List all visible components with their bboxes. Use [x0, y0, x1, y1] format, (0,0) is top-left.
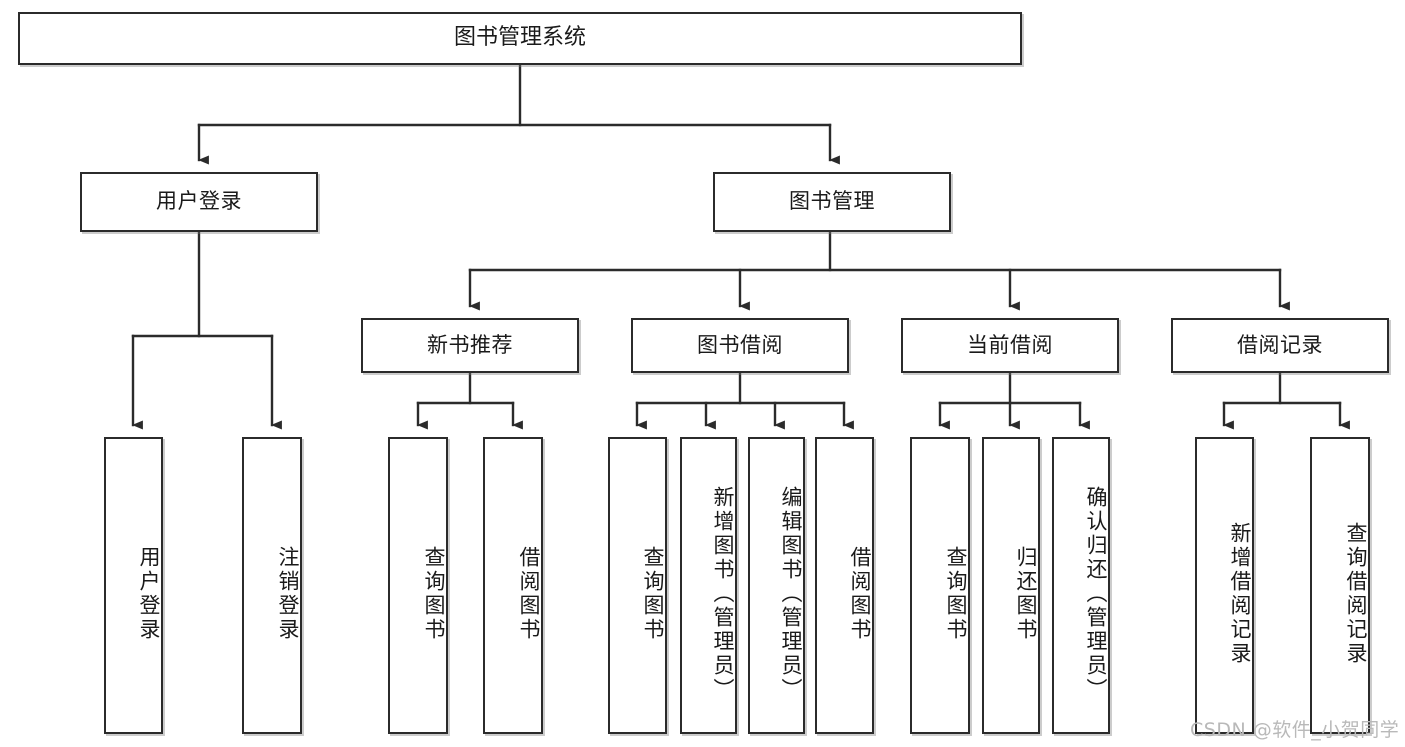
leaf-query-book-newbook[interactable]: 查询图书: [388, 437, 448, 734]
leaf-return-book-label: 归还图书: [1014, 545, 1038, 642]
node-book-borrow-label: 图书借阅: [697, 332, 783, 357]
node-borrow-records-label: 借阅记录: [1237, 332, 1323, 357]
leaf-query-book-borrow-label: 查询图书: [641, 545, 665, 642]
node-new-book-recommend[interactable]: 新书推荐: [361, 318, 579, 373]
leaf-logout-label: 注销登录: [276, 545, 300, 642]
leaf-user-login-label: 用户登录: [137, 545, 161, 642]
leaf-edit-book-admin-label: 编辑图书（管理员）: [779, 485, 803, 702]
leaf-return-book[interactable]: 归还图书: [982, 437, 1040, 734]
leaf-logout[interactable]: 注销登录: [242, 437, 302, 734]
leaf-confirm-return-admin-label: 确认归还（管理员）: [1084, 485, 1108, 702]
leaf-add-book-admin[interactable]: 新增图书（管理员）: [680, 437, 737, 734]
leaf-confirm-return-admin[interactable]: 确认归还（管理员）: [1052, 437, 1110, 734]
leaf-borrow-book-newbook[interactable]: 借阅图书: [483, 437, 543, 734]
leaf-query-borrow-record-label: 查询借阅记录: [1344, 521, 1368, 666]
leaf-add-book-admin-label: 新增图书（管理员）: [711, 485, 735, 702]
node-current-borrow-label: 当前借阅: [967, 332, 1053, 357]
leaf-query-book-current-label: 查询图书: [944, 545, 968, 642]
node-borrow-records[interactable]: 借阅记录: [1171, 318, 1389, 373]
node-root[interactable]: 图书管理系统: [18, 12, 1022, 65]
node-user-login-label: 用户登录: [156, 189, 242, 214]
leaf-add-borrow-record-label: 新增借阅记录: [1228, 521, 1252, 666]
node-current-borrow[interactable]: 当前借阅: [901, 318, 1119, 373]
leaf-borrow-book-borrow-label: 借阅图书: [848, 545, 872, 642]
leaf-query-book-borrow[interactable]: 查询图书: [608, 437, 667, 734]
leaf-query-borrow-record[interactable]: 查询借阅记录: [1310, 437, 1370, 734]
leaf-add-borrow-record[interactable]: 新增借阅记录: [1195, 437, 1254, 734]
node-book-borrow[interactable]: 图书借阅: [631, 318, 849, 373]
leaf-query-book-current[interactable]: 查询图书: [910, 437, 970, 734]
node-user-login[interactable]: 用户登录: [80, 172, 318, 232]
leaf-query-book-newbook-label: 查询图书: [422, 545, 446, 642]
leaf-edit-book-admin[interactable]: 编辑图书（管理员）: [748, 437, 805, 734]
node-new-book-recommend-label: 新书推荐: [427, 332, 513, 357]
leaf-borrow-book-borrow[interactable]: 借阅图书: [815, 437, 874, 734]
node-book-management-label: 图书管理: [789, 189, 875, 214]
node-root-label: 图书管理系统: [453, 25, 586, 51]
node-book-management[interactable]: 图书管理: [713, 172, 951, 232]
leaf-borrow-book-newbook-label: 借阅图书: [517, 545, 541, 642]
leaf-user-login[interactable]: 用户登录: [104, 437, 163, 734]
